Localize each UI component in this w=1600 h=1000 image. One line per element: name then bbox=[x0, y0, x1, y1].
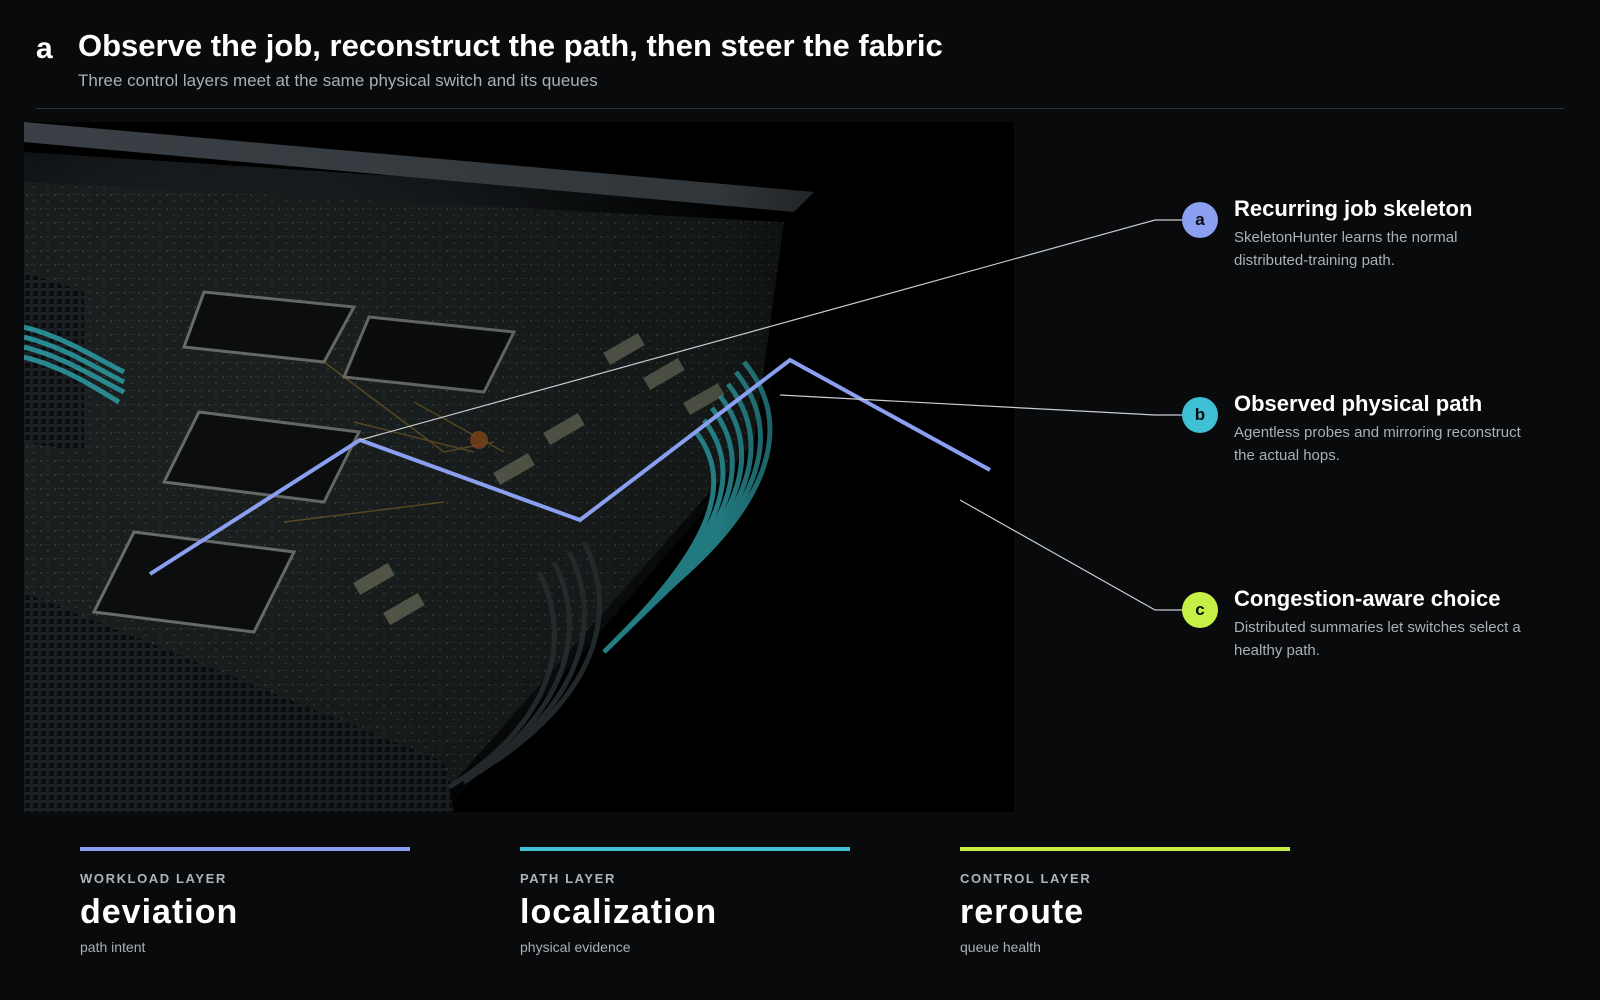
legend-term: deviation bbox=[80, 893, 239, 931]
switch-hardware-photo bbox=[24, 122, 1014, 812]
figure-header: a Observe the job, reconstruct the path,… bbox=[36, 28, 1564, 109]
legend-term: localization bbox=[520, 893, 718, 931]
legend-workload-layer: WORKLOAD LAYER deviation path intent bbox=[80, 847, 410, 955]
leader-line-a bbox=[359, 219, 1182, 441]
legend-path-layer: PATH LAYER localization physical evidenc… bbox=[520, 847, 850, 955]
badge-c: c bbox=[1182, 592, 1218, 628]
observed-path-trace bbox=[148, 357, 991, 576]
legend-note: physical evidence bbox=[520, 939, 631, 955]
legend-note: queue health bbox=[960, 939, 1041, 955]
callout-title: Recurring job skeleton bbox=[1234, 196, 1473, 221]
legend-eyebrow: PATH LAYER bbox=[520, 871, 616, 886]
callout-description: SkeletonHunter learns the normal distrib… bbox=[1234, 229, 1458, 269]
legend-eyebrow: WORKLOAD LAYER bbox=[80, 871, 227, 886]
legend-bar bbox=[520, 847, 850, 851]
badge-a: a bbox=[1182, 202, 1218, 238]
switch-board-illustration bbox=[24, 122, 1014, 812]
figure-subtitle: Three control layers meet at the same ph… bbox=[78, 71, 598, 90]
figure-title: Observe the job, reconstruct the path, t… bbox=[78, 28, 943, 63]
legend-bar bbox=[80, 847, 410, 851]
legend-term: reroute bbox=[960, 893, 1085, 931]
legend-bar bbox=[960, 847, 1290, 851]
callout-description: Distributed summaries let switches selec… bbox=[1234, 619, 1521, 659]
badge-b: b bbox=[1182, 397, 1218, 433]
leader-line-c bbox=[959, 499, 1182, 611]
callout-title: Congestion-aware choice bbox=[1234, 586, 1501, 611]
callout-description: Agentless probes and mirroring reconstru… bbox=[1234, 424, 1521, 464]
leader-line-b bbox=[779, 394, 1182, 416]
callout-title: Observed physical path bbox=[1234, 391, 1483, 416]
legend-control-layer: CONTROL LAYER reroute queue health bbox=[960, 847, 1290, 955]
legend-note: path intent bbox=[80, 939, 146, 955]
legend-eyebrow: CONTROL LAYER bbox=[960, 871, 1092, 886]
panel-letter: a bbox=[36, 32, 53, 65]
